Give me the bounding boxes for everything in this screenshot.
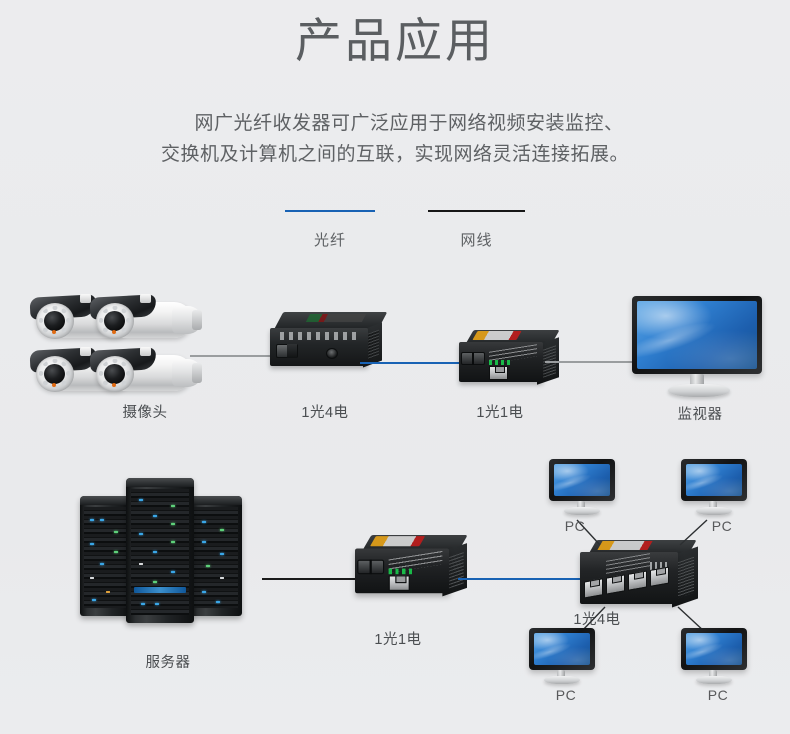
media-converter-1fiber-1lan (459, 330, 560, 386)
rj45-port (650, 566, 669, 587)
rj45-port (584, 578, 603, 599)
server-racks (80, 478, 265, 623)
rj45-port (606, 574, 625, 595)
description-line-2: 交换机及计算机之间的互联，实现网络灵活连接拓展。 (160, 144, 629, 165)
pc-monitor (549, 459, 621, 521)
pc-monitor (681, 459, 753, 521)
monitor-label: 监视器 (677, 407, 723, 423)
pc-label: PC (564, 518, 586, 534)
cable-server-to-converter (262, 578, 358, 580)
cable-fiber-top (360, 362, 465, 364)
page-description: 网广光纤收发器可广泛应用于网络视频安装监控、 交换机及计算机之间的互联，实现网络… (95, 108, 695, 170)
camera-device (88, 345, 204, 401)
pc-label: PC (707, 687, 729, 703)
pc-monitor (529, 628, 601, 690)
cable-converter-to-monitor (545, 361, 645, 363)
media-converter-1fiber-1lan (355, 535, 468, 598)
page-title: 产品应用 (295, 14, 495, 67)
converter-1o4e-top-label: 1光4电 (301, 405, 349, 421)
monitor-device (632, 296, 768, 401)
switch-1o4e-label: 1光4电 (573, 612, 621, 628)
converter-1o1e-top-label: 1光1电 (476, 405, 524, 421)
media-converter-switch-1fiber-4lan (580, 540, 698, 610)
legend-fiber-line (285, 210, 375, 212)
legend-lan-label: 网线 (460, 232, 493, 249)
camera-group-label: 摄像头 (122, 405, 168, 421)
rj45-port (628, 570, 647, 591)
legend-lan-line (428, 210, 525, 212)
cable-camera-to-converter (190, 355, 280, 357)
description-line-1: 网广光纤收发器可广泛应用于网络视频安装监控、 (194, 113, 624, 134)
media-converter-1fiber-4lan (270, 312, 388, 374)
camera-device (88, 292, 204, 348)
legend-fiber-label: 光纤 (313, 232, 346, 249)
server-label: 服务器 (145, 655, 191, 671)
converter-1o1e-bottom-label: 1光1电 (374, 632, 422, 648)
pc-monitor (681, 628, 753, 690)
pc-label: PC (555, 687, 577, 703)
cable-fiber-bottom (458, 578, 586, 580)
pc-label: PC (711, 518, 733, 534)
